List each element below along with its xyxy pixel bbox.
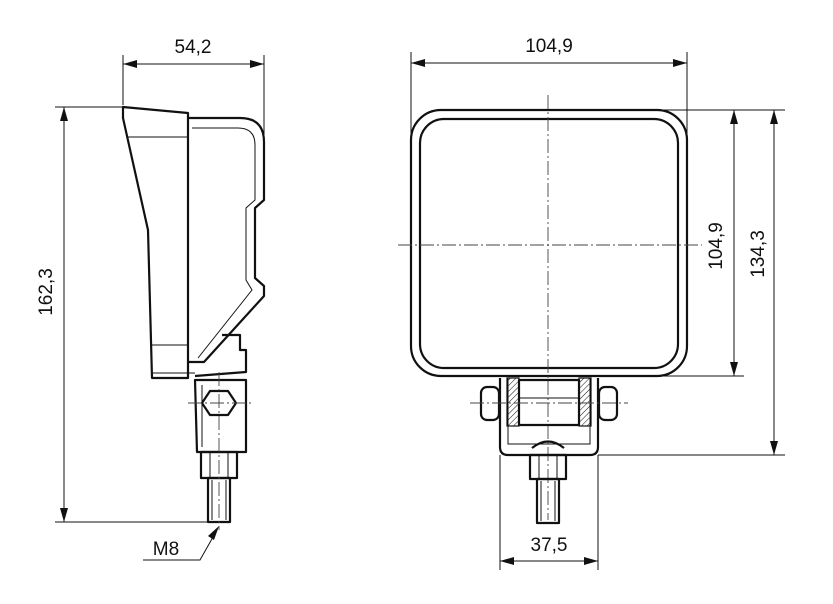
dim-bracket-width: 37,5	[531, 535, 568, 556]
front-center-block	[517, 378, 581, 427]
dim-front-width: 104,9	[525, 36, 573, 57]
dim-side-width: 54,2	[175, 37, 212, 58]
side-mount-block	[194, 333, 248, 378]
dimension-labels: 54,2 162,3 104,9 104,9 134,3 37,5 M8	[36, 36, 769, 560]
dim-front-height-total: 134,3	[748, 230, 769, 278]
front-thread-right	[578, 377, 592, 427]
front-knob-left	[479, 385, 501, 422]
front-thread-left	[506, 377, 520, 427]
front-stud	[535, 477, 561, 525]
front-view	[398, 95, 702, 525]
side-bracket	[193, 378, 248, 454]
front-housing-outer	[409, 108, 689, 378]
front-dome	[531, 440, 565, 449]
dim-thread: M8	[153, 539, 179, 560]
dimension-lines	[55, 52, 785, 570]
side-lens	[121, 105, 190, 380]
side-view	[121, 105, 266, 530]
dim-front-height-body: 104,9	[706, 222, 727, 270]
side-rear-housing	[188, 116, 266, 364]
front-housing-inner	[418, 117, 680, 370]
dim-side-height: 162,3	[36, 268, 57, 316]
front-knob-right	[597, 385, 619, 422]
